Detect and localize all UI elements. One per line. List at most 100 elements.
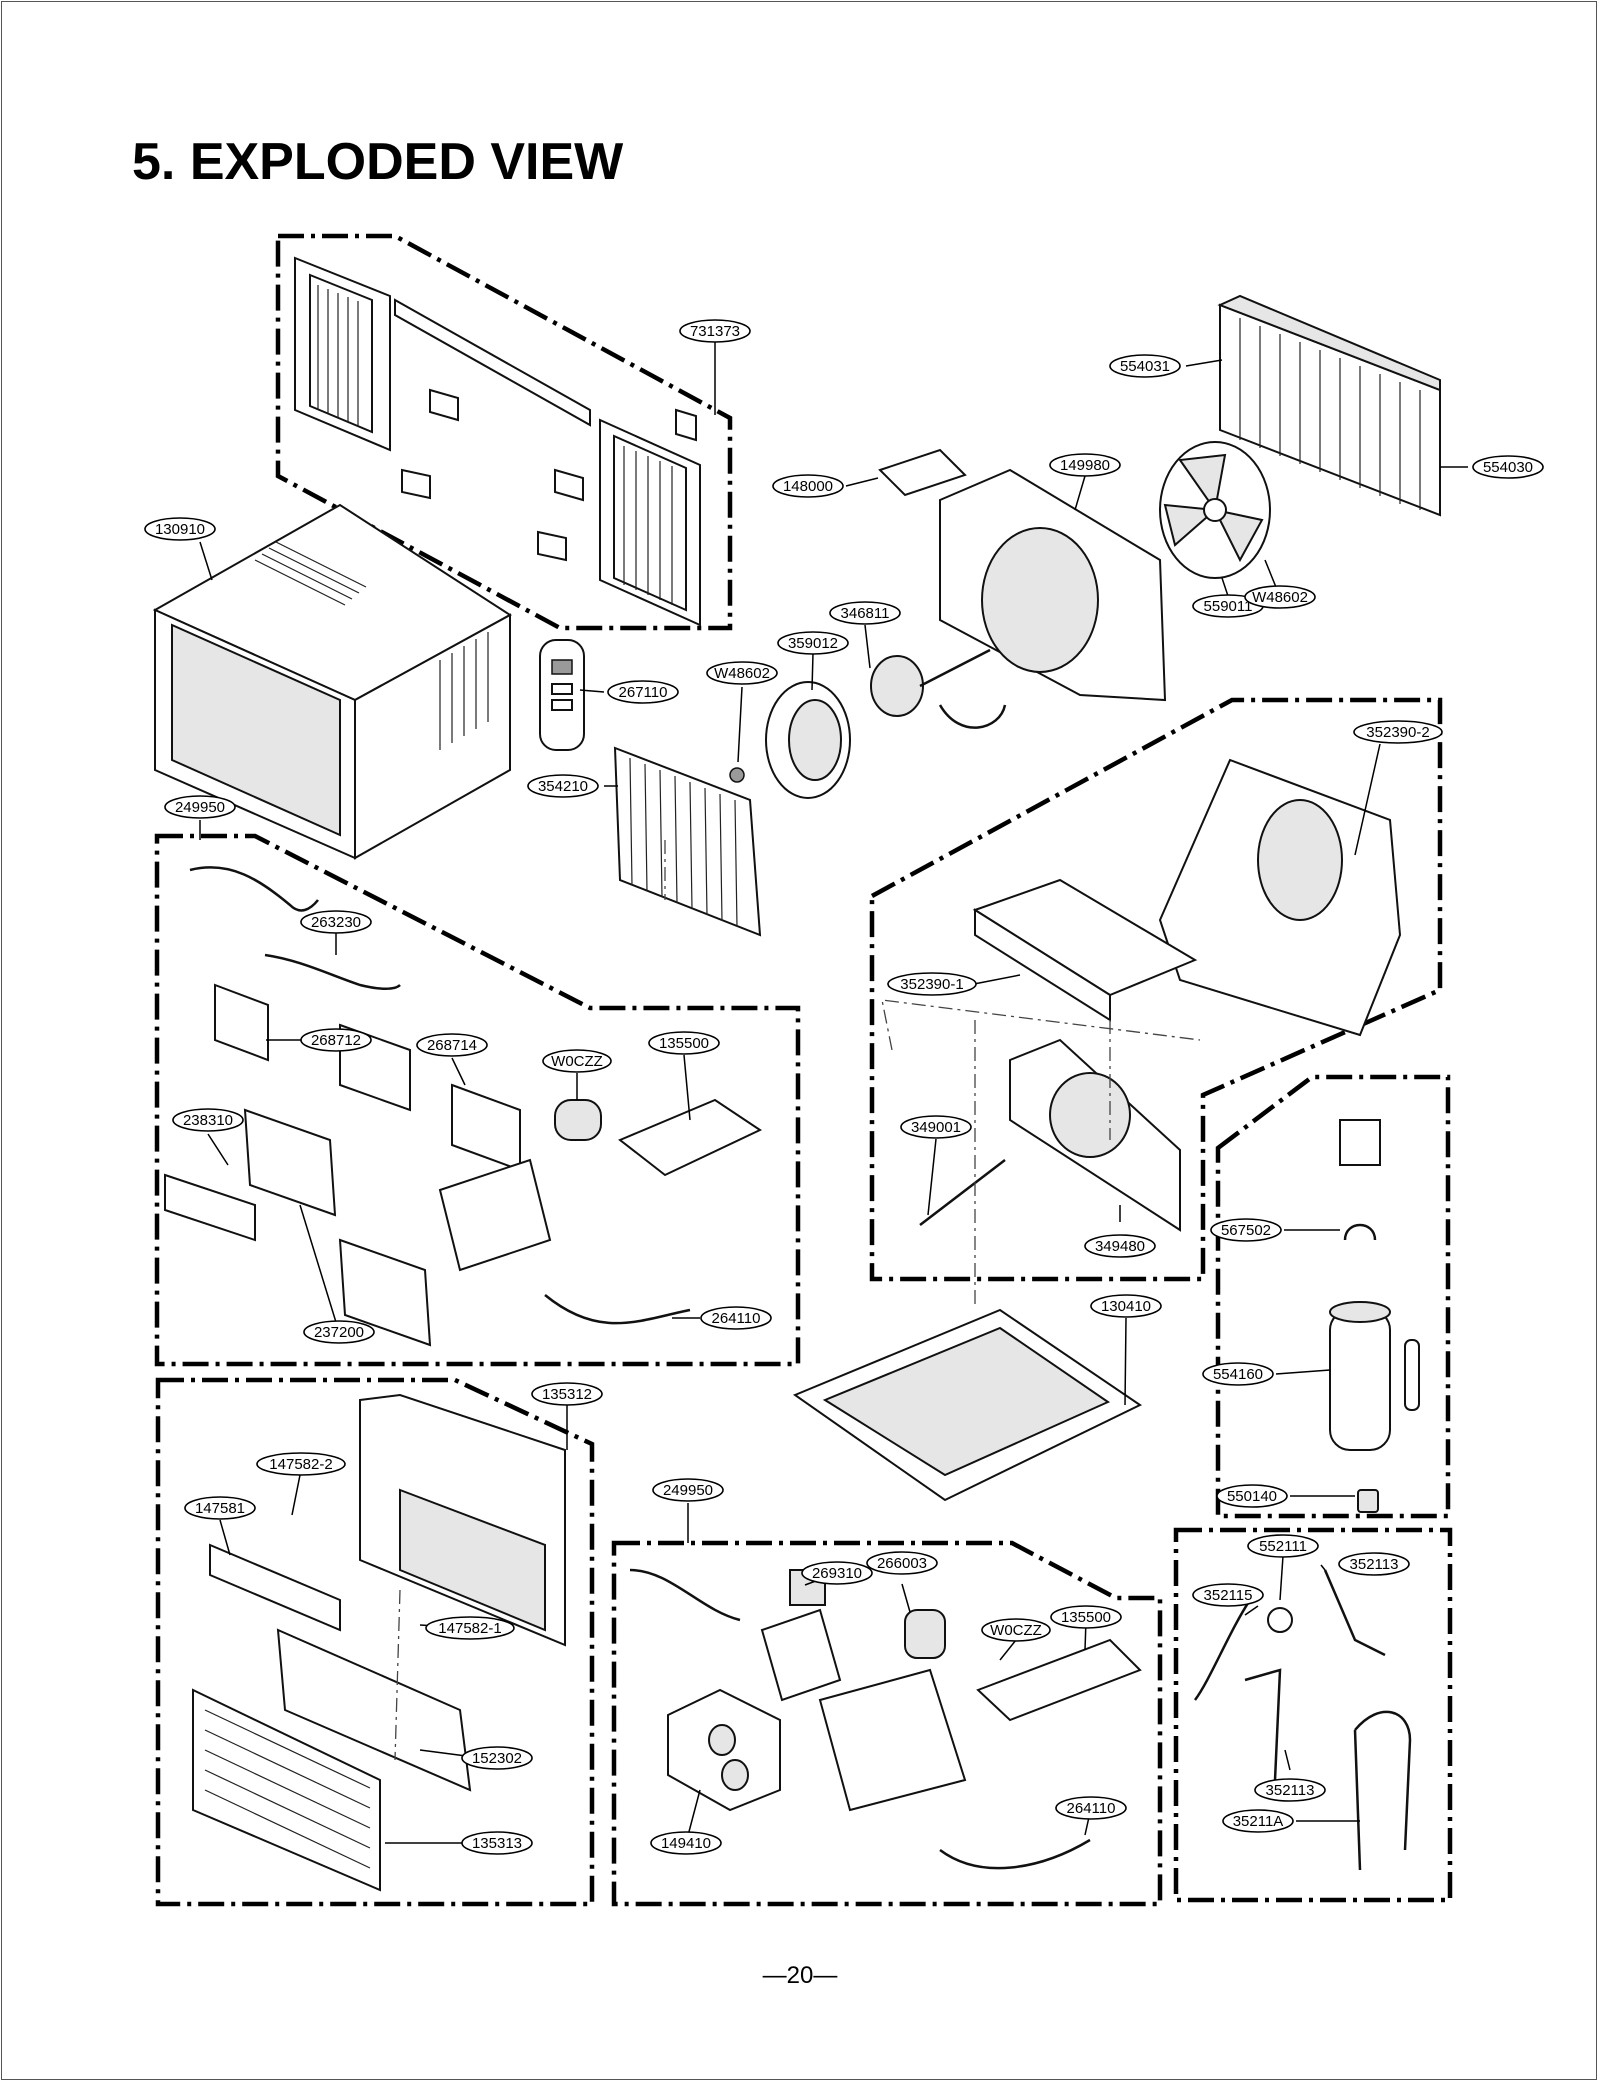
- part-number-label: 346811: [841, 605, 890, 622]
- part-number-label: 147581: [195, 1500, 245, 1517]
- callout-349480: 349480: [1084, 1234, 1156, 1258]
- part-number-label: 354210: [538, 778, 588, 795]
- callout-bubble: [527, 774, 599, 798]
- callout-bubble: [303, 1320, 375, 1344]
- blower-housing-drawing: [1158, 758, 1402, 1037]
- callout-352115: 352115: [1192, 1583, 1264, 1607]
- callout-bubble: [887, 972, 977, 996]
- evaporator-drawing: [613, 746, 762, 937]
- callout-550140: 550140: [1216, 1484, 1288, 1508]
- part-number-label: W0CZZ: [551, 1053, 603, 1070]
- group-boxes: [154, 233, 1453, 1907]
- compressor-drawing: [1329, 1119, 1420, 1513]
- part-number-label: 266003: [877, 1555, 927, 1572]
- part-number-label: 147582-1: [438, 1620, 501, 1637]
- part-number-label: 238310: [183, 1112, 233, 1129]
- callout-bubble: [425, 1616, 515, 1640]
- callout-bubble: [300, 910, 372, 934]
- group-box-window-kit: [275, 233, 733, 631]
- callout-268714: 268714: [416, 1033, 488, 1057]
- group-box-blower-assembly: [869, 697, 1443, 1282]
- callout-w0czz: W0CZZ: [542, 1049, 612, 1073]
- part-number-label: 148000: [783, 478, 833, 495]
- part-number-label: 352115: [1204, 1587, 1253, 1604]
- callout-bubble: [1244, 585, 1316, 609]
- part-number-label: W0CZZ: [990, 1622, 1042, 1639]
- group-box-control-panel: [154, 833, 801, 1367]
- part-number-label: 130410: [1101, 1298, 1151, 1315]
- callout-bubble: [801, 1561, 873, 1585]
- part-number-label: 135313: [472, 1835, 522, 1852]
- callout-147581: 147581: [184, 1496, 256, 1520]
- part-number-label: 269310: [812, 1565, 862, 1582]
- filter-frame-drawing: [972, 878, 1198, 1022]
- part-number-label: 567502: [1221, 1222, 1271, 1239]
- callout-bubble: [1216, 1484, 1288, 1508]
- callout-147582-2: 147582-2: [256, 1452, 346, 1476]
- callout-567502: 567502: [1210, 1218, 1282, 1242]
- part-number-label: 263230: [311, 914, 361, 931]
- part-number-label: 352113: [1266, 1782, 1315, 1799]
- part-number-label: 149410: [661, 1835, 711, 1852]
- callout-bubble: [184, 1496, 256, 1520]
- callout-352390-1: 352390-1: [887, 972, 977, 996]
- callout-bubble: [416, 1033, 488, 1057]
- callout-bubble: [829, 601, 901, 625]
- part-number-label: W48602: [1252, 589, 1308, 606]
- part-number-label: 237200: [314, 1324, 364, 1341]
- blower-wheel-drawing: [729, 681, 851, 799]
- callout-bubble: [144, 517, 216, 541]
- callout-bubble: [650, 1831, 722, 1855]
- part-number-label: 352390-1: [900, 976, 963, 993]
- callout-bubble: [1055, 1796, 1127, 1820]
- part-number-label: 349480: [1095, 1238, 1145, 1255]
- part-number-label: 554031: [1120, 358, 1170, 375]
- callout-346811: 346811: [829, 601, 901, 625]
- control-electronics-drawing: [164, 866, 763, 1347]
- part-number-label: 249950: [175, 799, 225, 816]
- callout-554160: 554160: [1202, 1362, 1274, 1386]
- part-number-label: 554030: [1483, 459, 1533, 476]
- part-number-label: 731373: [690, 323, 740, 340]
- part-number-label: 352113: [1350, 1556, 1399, 1573]
- condenser-fan-drawing: [1159, 441, 1271, 579]
- callout-238310: 238310: [172, 1108, 244, 1132]
- part-number-label: 264110: [712, 1310, 761, 1327]
- callout-249950: 249950: [652, 1478, 724, 1502]
- window-kit-drawing: [294, 256, 701, 627]
- callout-354210: 354210: [527, 774, 599, 798]
- part-callouts: 7313735540315540301480001499801309103468…: [144, 319, 1544, 1855]
- callout-bubble: [1050, 1605, 1122, 1629]
- base-pan-drawing: [792, 1308, 1142, 1502]
- callout-bubble: [1090, 1294, 1162, 1318]
- callout-bubble: [700, 1306, 772, 1330]
- part-number-label: 267110: [619, 684, 668, 701]
- part-number-label: W48602: [714, 665, 770, 682]
- callout-268712: 268712: [300, 1028, 372, 1052]
- part-number-label: 349001: [911, 1119, 961, 1136]
- callout-554031: 554031: [1109, 354, 1181, 378]
- callout-bubble: [531, 1382, 603, 1406]
- callout-bubble: [900, 1115, 972, 1139]
- part-number-label: 135312: [542, 1386, 592, 1403]
- callout-35211a: 35211A: [1222, 1809, 1294, 1833]
- callout-bubble: [1084, 1234, 1156, 1258]
- callout-bubble: [172, 1108, 244, 1132]
- callout-349001: 349001: [900, 1115, 972, 1139]
- callout-bubble: [777, 631, 849, 655]
- callout-bubble: [1472, 455, 1544, 479]
- part-number-label: 35211A: [1233, 1813, 1284, 1830]
- tubing-drawing: [1193, 1569, 1412, 1871]
- callout-263230: 263230: [300, 910, 372, 934]
- callout-w0czz: W0CZZ: [981, 1618, 1051, 1642]
- part-number-label: 268712: [311, 1032, 361, 1049]
- cabinet-drawing: [152, 503, 512, 860]
- callout-264110: 264110: [1055, 1796, 1127, 1820]
- callout-152302: 152302: [461, 1746, 533, 1770]
- condenser-coil-drawing: [1217, 294, 1441, 517]
- callout-135500: 135500: [1050, 1605, 1122, 1629]
- callout-554030: 554030: [1472, 455, 1544, 479]
- part-number-label: 559011: [1204, 598, 1253, 615]
- page-title: 5. EXPLODED VIEW: [132, 133, 624, 191]
